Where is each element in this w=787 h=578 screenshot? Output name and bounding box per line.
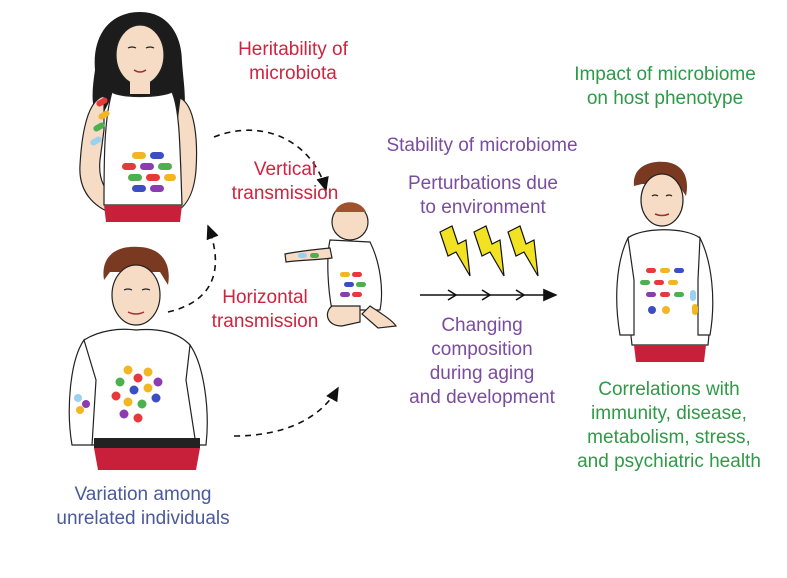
- stability-label: Stability of microbiome: [386, 135, 578, 156]
- vertical-transmission-arrow: [213, 129, 329, 192]
- boy-figure-icon: [616, 161, 714, 362]
- vertical-transmission-label: Vertical transmission: [231, 159, 339, 204]
- lightning-bolt-icon: [473, 225, 505, 277]
- changing-composition-label: Changing composition during aging and de…: [409, 315, 555, 408]
- development-timeline-arrow: [420, 288, 558, 302]
- lightning-bolt-icon: [439, 225, 471, 277]
- perturbations-label: Perturbations due to environment: [408, 173, 558, 218]
- woman-figure-icon: [79, 12, 198, 222]
- man-figure-icon: [68, 246, 208, 470]
- impact-label: Impact of microbiome on host phenotype: [574, 64, 756, 109]
- heritability-label: Heritability of microbiota: [238, 39, 348, 84]
- lightning-bolt-icon: [507, 225, 539, 277]
- horizontal-transmission-arrow-up: [167, 224, 219, 313]
- horizontal-transmission-label: Horizontal transmission: [211, 287, 319, 332]
- correlations-label: Correlations with immunity, disease, met…: [577, 379, 761, 472]
- variation-label: Variation among unrelated individuals: [56, 484, 230, 529]
- baby-figure-icon: [284, 202, 398, 329]
- horizontal-transmission-arrow-right: [233, 386, 339, 437]
